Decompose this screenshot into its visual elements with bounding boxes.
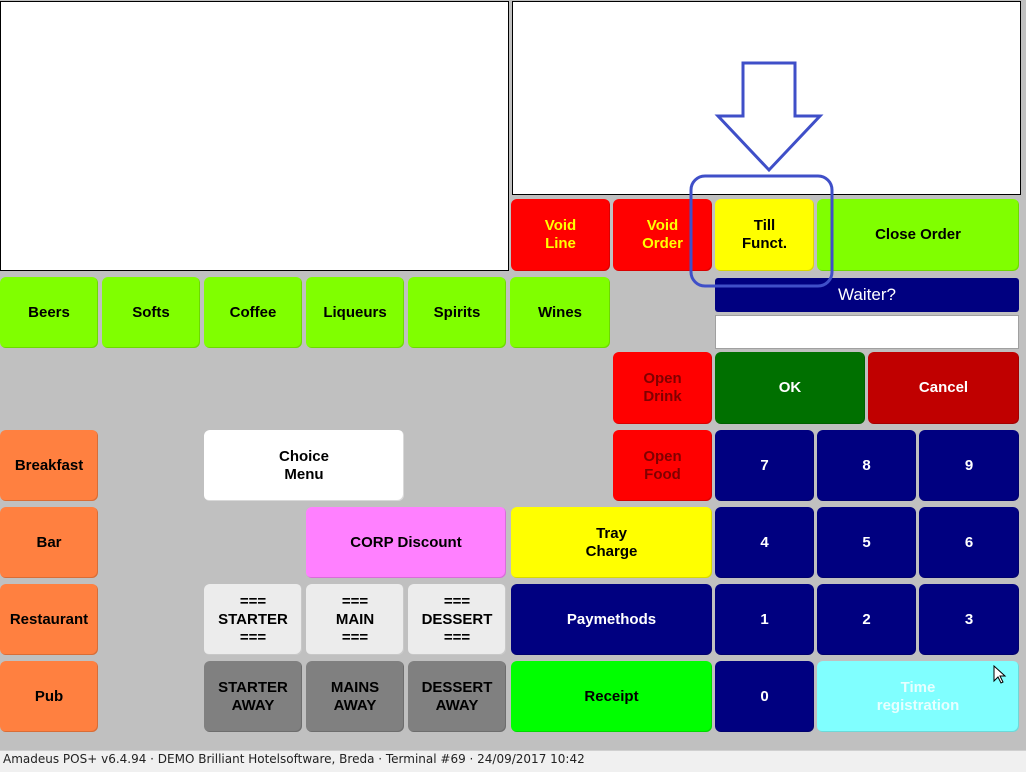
dessert-away-button[interactable]: DESSERT AWAY xyxy=(408,661,506,732)
status-bar: Amadeus POS+ v6.4.94 · DEMO Brilliant Ho… xyxy=(0,750,1026,772)
tray-charge-button[interactable]: Tray Charge xyxy=(511,507,712,578)
keypad-4-button[interactable]: 4 xyxy=(715,507,814,578)
waiter-input[interactable] xyxy=(715,315,1019,349)
waiter-prompt-label: Waiter? xyxy=(715,278,1019,312)
open-food-button[interactable]: Open Food xyxy=(613,430,712,501)
info-display-panel xyxy=(512,1,1021,195)
keypad-0-button[interactable]: 0 xyxy=(715,661,814,732)
category-liqueurs-button[interactable]: Liqueurs xyxy=(306,277,404,348)
starter-away-button[interactable]: STARTER AWAY xyxy=(204,661,302,732)
ok-button[interactable]: OK xyxy=(715,352,865,424)
choice-menu-button[interactable]: Choice Menu xyxy=(204,430,404,501)
corp-discount-button[interactable]: CORP Discount xyxy=(306,507,506,578)
keypad-5-button[interactable]: 5 xyxy=(817,507,916,578)
keypad-6-button[interactable]: 6 xyxy=(919,507,1019,578)
close-order-button[interactable]: Close Order xyxy=(817,199,1019,271)
void-order-button[interactable]: Void Order xyxy=(613,199,712,271)
order-list-panel[interactable] xyxy=(0,1,509,271)
keypad-9-button[interactable]: 9 xyxy=(919,430,1019,501)
open-drink-button[interactable]: Open Drink xyxy=(613,352,712,424)
mains-away-button[interactable]: MAINS AWAY xyxy=(306,661,404,732)
mouse-cursor-icon xyxy=(993,665,1007,684)
keypad-8-button[interactable]: 8 xyxy=(817,430,916,501)
course-dessert-button[interactable]: === DESSERT === xyxy=(408,584,506,655)
outlet-pub-button[interactable]: Pub xyxy=(0,661,98,732)
category-softs-button[interactable]: Softs xyxy=(102,277,200,348)
course-starter-button[interactable]: === STARTER === xyxy=(204,584,302,655)
keypad-1-button[interactable]: 1 xyxy=(715,584,814,655)
outlet-restaurant-button[interactable]: Restaurant xyxy=(0,584,98,655)
category-coffee-button[interactable]: Coffee xyxy=(204,277,302,348)
keypad-2-button[interactable]: 2 xyxy=(817,584,916,655)
keypad-3-button[interactable]: 3 xyxy=(919,584,1019,655)
category-spirits-button[interactable]: Spirits xyxy=(408,277,506,348)
category-beers-button[interactable]: Beers xyxy=(0,277,98,348)
cancel-button[interactable]: Cancel xyxy=(868,352,1019,424)
void-line-button[interactable]: Void Line xyxy=(511,199,610,271)
receipt-button[interactable]: Receipt xyxy=(511,661,712,732)
outlet-breakfast-button[interactable]: Breakfast xyxy=(0,430,98,501)
paymethods-button[interactable]: Paymethods xyxy=(511,584,712,655)
till-functions-button[interactable]: Till Funct. xyxy=(715,199,814,271)
category-wines-button[interactable]: Wines xyxy=(510,277,610,348)
time-registration-button[interactable]: Time registration xyxy=(817,661,1019,732)
course-main-button[interactable]: === MAIN === xyxy=(306,584,404,655)
keypad-7-button[interactable]: 7 xyxy=(715,430,814,501)
outlet-bar-button[interactable]: Bar xyxy=(0,507,98,578)
